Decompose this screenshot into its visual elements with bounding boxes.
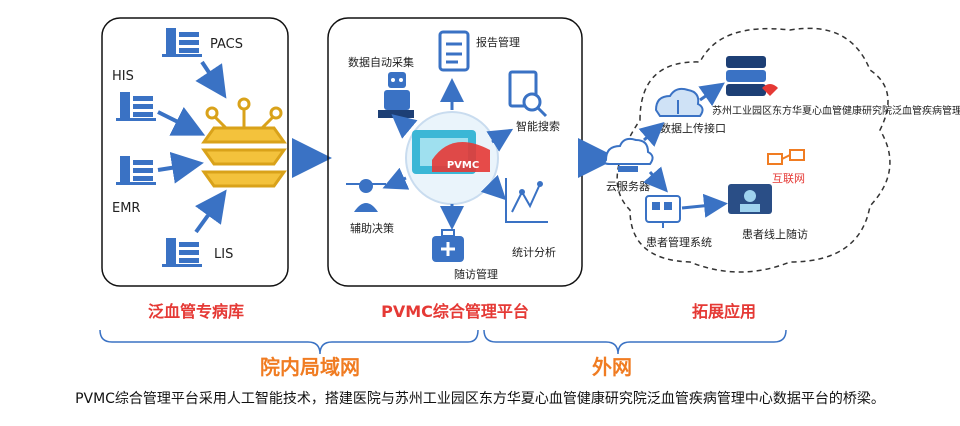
source-label-lis: LIS [214,247,233,262]
followup-medkit-icon [432,229,464,262]
robot-icon [378,72,414,118]
database-stack-icon [201,97,287,188]
search-doc-icon [508,70,548,118]
patient-online-label: 患者线上随访 [742,227,808,241]
figure-caption: PVMC综合管理平台采用人工智能技术，搭建医院与苏州工业园区东方华夏心血管健康研… [75,391,885,407]
server-icon-emr [116,156,156,185]
pvmc-logo-text: PVMC [447,160,479,171]
internet-network-icon [767,149,805,165]
node-followup: 随访管理 [454,267,498,281]
patient-system-icon [645,195,681,228]
center-panel-title: PVMC综合管理平台 [381,302,529,321]
intranet-bracket [99,329,479,355]
patient-mgmt-label: 患者管理系统 [646,235,712,249]
platform-label: 苏州工业园区东方华夏心血管健康研究院泛血管疾病管理中心数据平台 [712,104,960,117]
report-icon [438,30,470,72]
source-arrows [157,60,227,234]
server-icon-lis [162,238,202,267]
stats-chart-icon [505,178,548,223]
pvmc-monitor-icon: PVMC [405,111,499,205]
node-report: 报告管理 [476,35,520,49]
internet-label: 互联网 [772,172,805,185]
assist-decision-icon [346,179,386,212]
extranet-label: 外网 [592,355,632,379]
right-panel-title: 拓展应用 [692,302,756,321]
platform-database-icon [726,56,778,96]
cloud-server-label: 云服务器 [606,180,650,193]
patient-online-icon [728,184,772,214]
source-label-his: HIS [112,69,134,84]
node-assist: 辅助决策 [350,221,394,235]
source-label-emr: EMR [112,201,140,216]
server-icon-pacs [162,28,202,57]
intranet-label: 院内局域网 [260,355,360,379]
node-search: 智能搜索 [516,119,560,133]
left-panel-frame [101,17,289,287]
cloud-server-icon [603,137,654,172]
upload-label: 数据上传接口 [660,121,726,135]
center-arrows [382,78,514,230]
upload-cloud-icon [654,87,704,117]
server-icon-his [116,92,156,121]
right-arrows [638,82,728,218]
node-data-collect: 数据自动采集 [348,55,414,69]
source-label-pacs: PACS [210,37,243,52]
cloud-boundary [616,27,891,273]
node-stats: 统计分析 [512,245,556,259]
extranet-bracket [483,329,787,355]
left-panel-title: 泛血管专病库 [148,302,244,321]
